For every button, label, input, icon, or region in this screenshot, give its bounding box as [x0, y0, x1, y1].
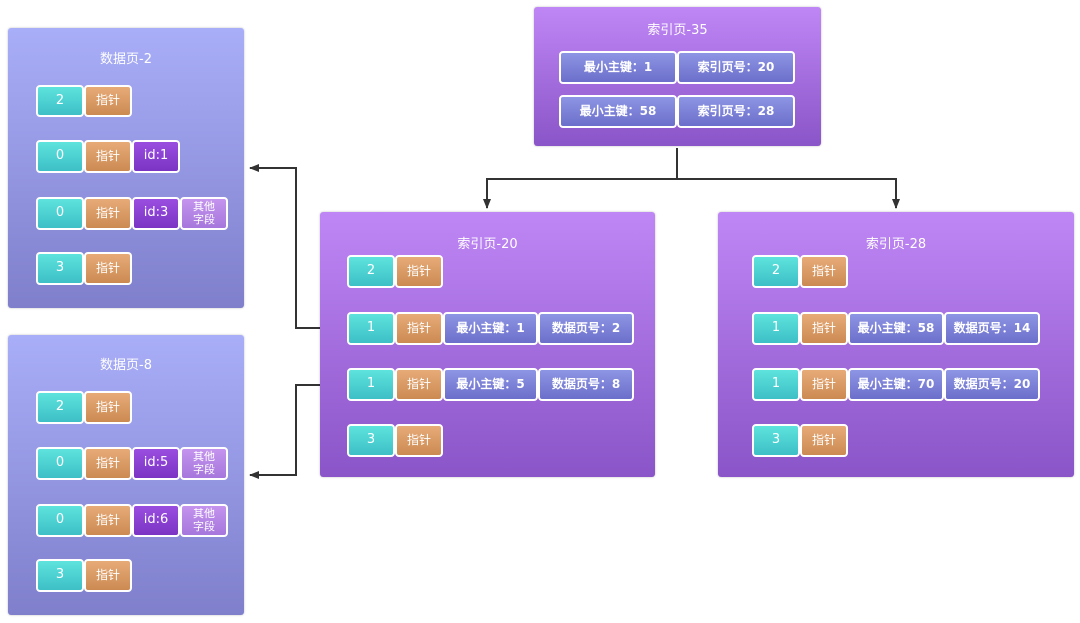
record-id-cell: id:3: [132, 197, 180, 230]
min-key-cell: 最小主键：1: [559, 51, 677, 84]
min-key-cell: 最小主键：1: [443, 312, 538, 345]
record-id-cell: id:1: [132, 140, 180, 173]
root-to-index-20-arrow: [483, 148, 678, 209]
slot-cell: 0: [36, 447, 84, 480]
index-page-28: 索引页-28 2 指针 1 指针 最小主键：58 数据页号：14 1 指针 最小…: [718, 212, 1074, 477]
index-page-35-title: 索引页-35: [647, 23, 708, 38]
pointer-cell: 指针: [800, 424, 848, 457]
slot-cell: 1: [752, 368, 800, 401]
pointer-cell: 指针: [84, 85, 132, 117]
pointer-cell: 指针: [800, 368, 848, 401]
data-page-no-cell: 数据页号：20: [944, 368, 1040, 401]
pointer-cell: 指针: [84, 559, 132, 592]
index-page-28-title: 索引页-28: [865, 237, 927, 252]
slot-cell: 1: [347, 312, 395, 345]
slot-cell: 1: [347, 368, 395, 401]
data-page-8: 数据页-8 2 指针 0 指针 id:5 其他 字段 0 指针 id:6 其他 …: [8, 335, 244, 615]
data-page-2: 数据页-2 2 指针 0 指针 id:1 0 指针 id:3 其他 字段 3 指…: [8, 28, 244, 308]
slot-cell: 0: [36, 504, 84, 537]
index-page-20: 索引页-20 2 指针 1 指针 最小主键：1 数据页号：2 1 指针 最小主键…: [320, 212, 655, 477]
pointer-cell: 指针: [395, 255, 443, 288]
data-page-no-cell: 数据页号：14: [944, 312, 1040, 345]
pointer-cell: 指针: [84, 252, 132, 285]
root-to-index-28-arrow: [677, 178, 900, 209]
pointer-cell: 指针: [84, 504, 132, 537]
min-key-cell: 最小主键：5: [443, 368, 538, 401]
other-fields-cell: 其他 字段: [180, 504, 228, 537]
slot-cell: 3: [752, 424, 800, 457]
record-id-cell: id:6: [132, 504, 180, 537]
slot-cell: 2: [347, 255, 395, 288]
min-key-cell: 最小主键：70: [848, 368, 944, 401]
pointer-cell: 指针: [395, 312, 443, 345]
slot-cell: 3: [347, 424, 395, 457]
record-id-cell: id:5: [132, 447, 180, 480]
data-page-no-cell: 数据页号：2: [538, 312, 634, 345]
min-key-cell: 最小主键：58: [848, 312, 944, 345]
pointer-cell: 指针: [395, 368, 443, 401]
slot-cell: 2: [752, 255, 800, 288]
min-key-cell: 最小主键：58: [559, 95, 677, 128]
pointer-cell: 指针: [84, 447, 132, 480]
pointer-cell: 指针: [84, 197, 132, 230]
slot-cell: 0: [36, 197, 84, 230]
index-page-20-title: 索引页-20: [457, 237, 518, 252]
pointer-cell: 指针: [395, 424, 443, 457]
slot-cell: 2: [36, 85, 84, 117]
slot-cell: 1: [752, 312, 800, 345]
data-page-8-title: 数据页-8: [100, 358, 152, 373]
slot-cell: 0: [36, 140, 84, 173]
pointer-cell: 指针: [800, 255, 848, 288]
slot-cell: 2: [36, 391, 84, 424]
pointer-cell: 指针: [800, 312, 848, 345]
slot-cell: 3: [36, 559, 84, 592]
index-page-35: 索引页-35 最小主键：1 索引页号：20 最小主键：58 索引页号：28: [534, 7, 821, 146]
pointer-cell: 指针: [84, 391, 132, 424]
pointer-cell: 指针: [84, 140, 132, 173]
other-fields-cell: 其他 字段: [180, 197, 228, 230]
index-page-no-cell: 索引页号：28: [677, 95, 795, 128]
slot-cell: 3: [36, 252, 84, 285]
other-fields-cell: 其他 字段: [180, 447, 228, 480]
data-page-2-title: 数据页-2: [100, 52, 152, 67]
index-page-no-cell: 索引页号：20: [677, 51, 795, 84]
data-page-no-cell: 数据页号：8: [538, 368, 634, 401]
